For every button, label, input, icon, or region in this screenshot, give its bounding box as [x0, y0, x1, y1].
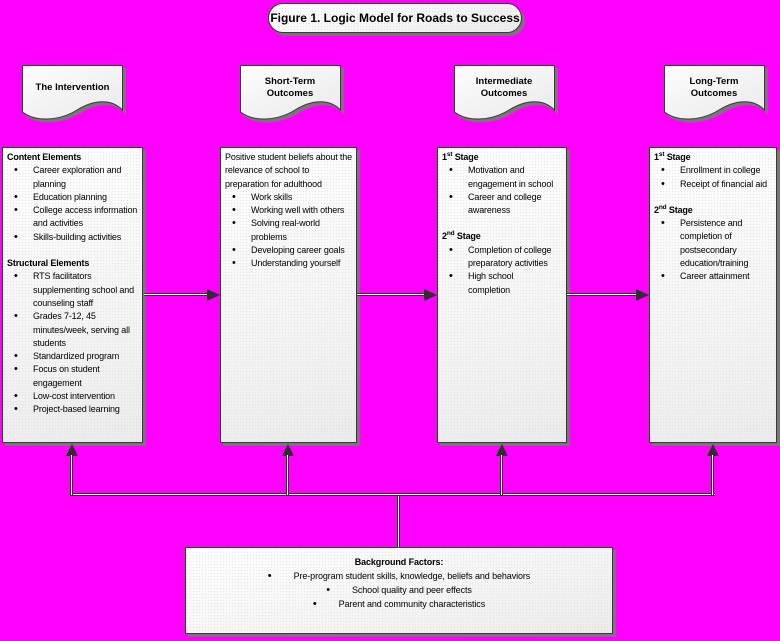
arrowhead-right-icon — [636, 289, 649, 301]
section-heading: 1st Stage — [442, 151, 479, 162]
background-factor-text: Parent and community characteristics — [338, 599, 486, 609]
bullet-item: Skills-building activities — [7, 231, 140, 245]
background-factor-item: • Pre-program student skills, knowledge, … — [186, 569, 612, 583]
wave-shape — [22, 65, 123, 120]
column-header-label: Short-Term Outcomes — [264, 76, 316, 99]
arrowhead-up-icon — [707, 444, 719, 456]
arrowhead-right-icon — [424, 289, 437, 301]
arrowhead-up-icon — [66, 444, 78, 456]
bullet-item: High school completion — [442, 270, 564, 297]
connector-horizontal-line — [70, 493, 715, 496]
column-header-label: The Intervention — [35, 81, 110, 93]
section: Content ElementsCareer exploration and p… — [7, 151, 140, 244]
wave-shape — [664, 65, 765, 120]
bullet-dot: • — [312, 598, 317, 610]
bullet-item: RTS facilitators supplementing school an… — [7, 270, 140, 310]
bullet-item: Persistence and completion of postsecond… — [654, 217, 774, 270]
section-heading: 1st Stage — [654, 151, 691, 162]
figure-title: Figure 1. Logic Model for Roads to Succe… — [270, 11, 520, 25]
bullet-item: Grades 7-12, 45 minutes/week, serving al… — [7, 310, 140, 350]
bullet-item: College access information and activitie… — [7, 204, 140, 231]
wave-shape — [454, 65, 555, 120]
section: 1st StageEnrollment in collegeReceipt of… — [654, 151, 774, 191]
background-factors-box: Background Factors: • Pre-program student… — [185, 547, 613, 634]
background-factors-list: • Pre-program student skills, knowledge, … — [186, 569, 612, 611]
section: Structural ElementsRTS facilitators supp… — [7, 257, 140, 417]
connector-up-intermediate — [500, 455, 503, 495]
bullet-item: Project-based learning — [7, 403, 140, 417]
section: Positive student beliefs about the relev… — [225, 151, 354, 271]
bullet-item: Completion of college preparatory activi… — [442, 244, 564, 271]
wave-shape — [240, 65, 341, 120]
bullet-dot: • — [326, 584, 330, 596]
bullet-dot: • — [267, 570, 272, 582]
figure-title-box: Figure 1. Logic Model for Roads to Succe… — [268, 3, 522, 33]
column-box-intermediate: 1st StageMotivation and engagement in sc… — [437, 147, 567, 443]
column-box-intervention: Content ElementsCareer exploration and p… — [2, 147, 143, 443]
connector-up-long-term — [711, 455, 714, 495]
background-factor-item: • Parent and community characteristics — [186, 597, 612, 611]
bullet-item: Enrollment in college — [654, 164, 774, 178]
column-header-intervention: The Intervention — [22, 65, 123, 129]
arrow-short-term-to-intermediate — [357, 293, 424, 296]
bullet-item: Focus on student engagement — [7, 363, 140, 390]
bullet-item: Career and college awareness — [442, 191, 564, 218]
connector-up-intervention — [70, 455, 73, 495]
section-heading: 2nd Stage — [442, 230, 481, 242]
arrow-intervention-to-short-term — [144, 293, 207, 296]
section: 2nd StageCompletion of college preparato… — [442, 230, 564, 296]
bullet-item: Career exploration and planning — [7, 164, 140, 191]
arrowhead-right-icon — [207, 289, 220, 301]
bullet-item: Working well with others — [225, 204, 354, 218]
column-header-short-term: Short-Term Outcomes — [240, 65, 341, 129]
arrow-intermediate-to-long-term — [567, 293, 636, 296]
bullet-item: Motivation and engagement in school — [442, 164, 564, 191]
section-heading: Structural Elements — [7, 258, 90, 269]
background-factor-item: • School quality and peer effects — [186, 583, 612, 597]
bullet-item: Understanding yourself — [225, 257, 354, 271]
section: 2nd StagePersistence and completion of p… — [654, 204, 774, 284]
background-factor-text: School quality and peer effects — [351, 585, 472, 595]
connector-stem-background-factors — [397, 496, 400, 547]
column-box-long-term: 1st StageEnrollment in collegeReceipt of… — [649, 147, 777, 443]
connector-up-short-term — [286, 455, 289, 495]
arrowhead-up-icon — [282, 444, 294, 456]
column-header-intermediate: Intermediate Outcomes — [454, 65, 555, 129]
bullet-item: Work skills — [225, 191, 354, 205]
column-box-short-term: Positive student beliefs about the relev… — [220, 147, 357, 443]
section-intro: Positive student beliefs about the relev… — [225, 152, 352, 189]
bullet-item: Career attainment — [654, 270, 774, 284]
bullet-item: Education planning — [7, 191, 140, 205]
column-header-long-term: Long-Term Outcomes — [664, 65, 765, 129]
bullet-item: Receipt of financial aid — [654, 178, 774, 192]
bullet-item: Developing career goals — [225, 244, 354, 258]
bullet-item: Standardized program — [7, 350, 140, 364]
bullet-item: Low-cost intervention — [7, 390, 140, 404]
column-header-label: Long-Term Outcomes — [689, 76, 739, 99]
section-heading: Content Elements — [7, 152, 82, 162]
section: 1st StageMotivation and engagement in sc… — [442, 151, 564, 217]
bullet-item: Solving real-world problems — [225, 217, 354, 244]
arrowhead-up-icon — [496, 444, 508, 456]
section-heading: 2nd Stage — [654, 203, 693, 215]
background-factors-heading: Background Factors: — [354, 557, 444, 567]
background-factor-text: Pre-program student skills, knowledge, b… — [293, 571, 531, 581]
column-header-label: Intermediate Outcomes — [475, 76, 533, 99]
